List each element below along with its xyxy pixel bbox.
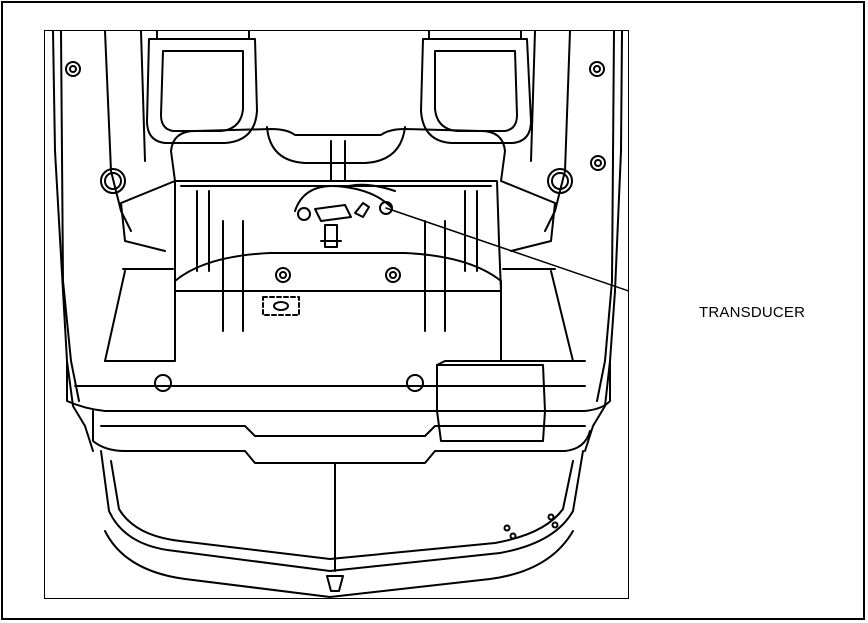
- upper-deck: [170, 128, 506, 152]
- transom-hole-right: [406, 374, 424, 392]
- transom-hole-left: [154, 374, 172, 392]
- boat-stern-illustration: [52, 31, 628, 598]
- cup-holder-right: [547, 168, 573, 194]
- right-seat: [420, 38, 532, 144]
- transducer-body: [324, 224, 338, 248]
- step-box: [436, 364, 546, 442]
- hull-right-side: [584, 31, 623, 452]
- transducer-fitting-right: [379, 201, 393, 215]
- transducer-cable: [294, 183, 396, 212]
- left-seat: [146, 38, 258, 144]
- hull-left-side: [52, 31, 94, 452]
- cup-holder-left: [100, 168, 126, 194]
- transducer-label: TRANSDUCER: [699, 304, 806, 321]
- boat-stern-drawing: [44, 30, 629, 599]
- deck-floor: [104, 252, 586, 362]
- callout-leader: [385, 207, 628, 292]
- engine-well: [174, 180, 502, 292]
- bolt-top-left: [65, 61, 81, 77]
- transducer-fitting-left: [297, 207, 311, 221]
- bolt-top-right: [589, 61, 605, 77]
- bolt-right: [590, 155, 606, 171]
- inspection-plate: [262, 296, 300, 316]
- transom: [66, 360, 611, 412]
- swim-platform: [100, 450, 584, 572]
